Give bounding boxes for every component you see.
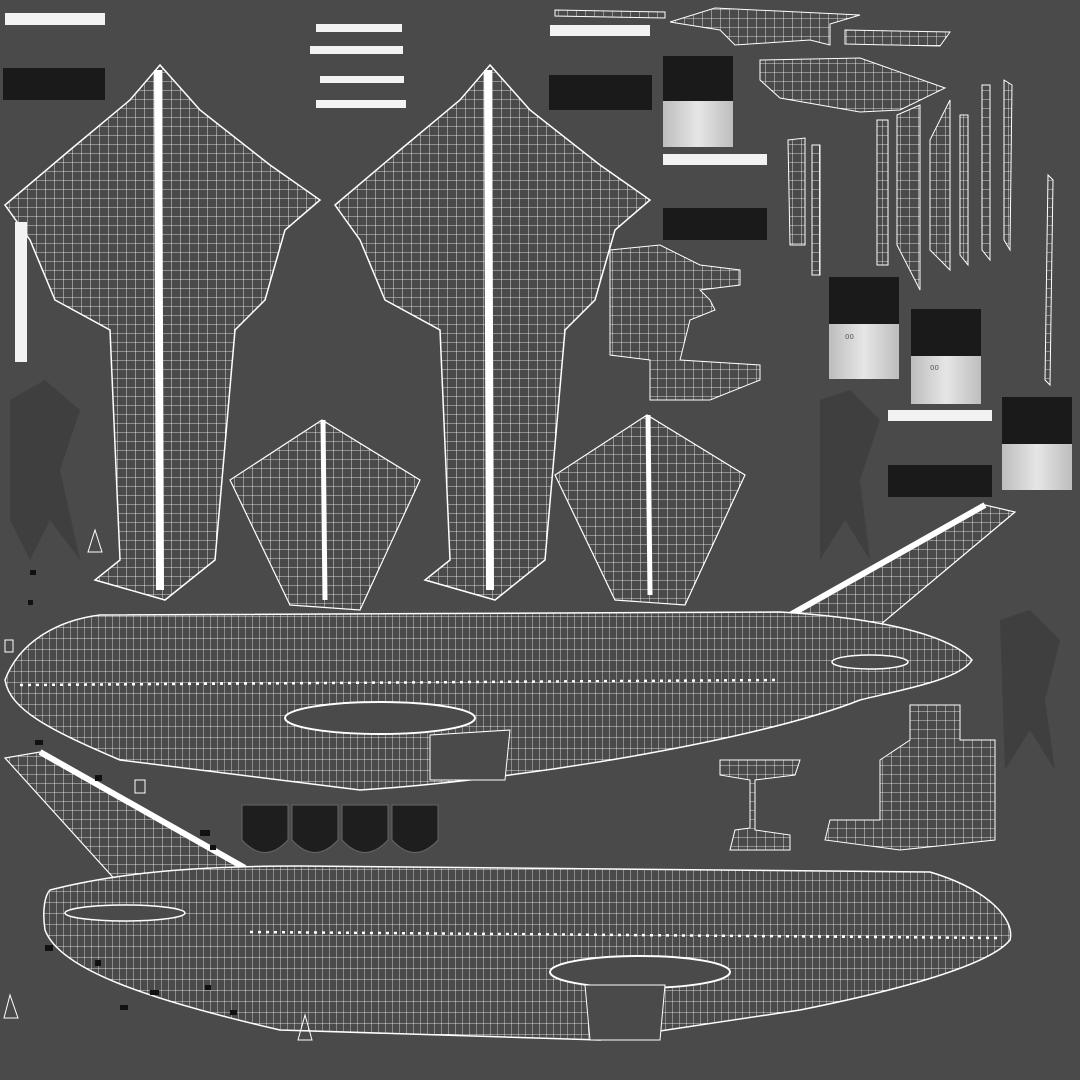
small-parts xyxy=(554,7,1054,851)
gear-icons xyxy=(3,528,313,1041)
ambient-shadows xyxy=(10,380,1060,770)
dark-blocks xyxy=(3,56,1072,497)
stabilizer-left xyxy=(229,419,421,611)
white-strips xyxy=(5,13,992,421)
engine-pods xyxy=(241,804,439,853)
stabilizer-right xyxy=(554,414,746,606)
wing-right xyxy=(333,63,652,601)
block-code-label: 00 xyxy=(845,333,854,341)
block-code-label: 00 xyxy=(930,364,939,372)
grey-panels xyxy=(663,101,1072,490)
wing-left xyxy=(3,63,322,601)
fuselage-lower xyxy=(3,749,1012,1041)
fuselage-upper xyxy=(4,502,1017,791)
tiny-parts xyxy=(28,570,237,1015)
